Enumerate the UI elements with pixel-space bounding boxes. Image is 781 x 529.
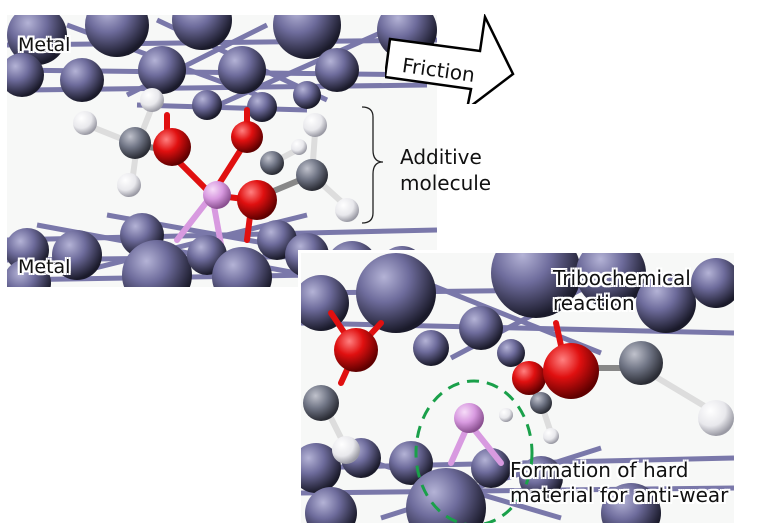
friction-arrow-icon (385, 14, 515, 104)
top-molecular-panel: Metal Metal Additive molecule (7, 15, 437, 287)
top-molecule-render (7, 15, 437, 287)
formation-label-line2: material for anti-wear (510, 483, 729, 507)
molecule-brace (361, 106, 384, 224)
highlight-dashed-circle (414, 379, 534, 523)
top-metal-layer (7, 15, 437, 122)
bottom-molecule-render (301, 253, 734, 523)
bottom-molecular-panel: Tribochemical reaction (298, 250, 734, 523)
metal-bottom-label: Metal (18, 256, 71, 278)
upper-metal-layer (301, 253, 734, 367)
reaction-label-line1: Tribochemical (553, 266, 691, 290)
additive-molecule-label-2: molecule (400, 171, 492, 195)
metal-top-label: Metal (18, 34, 71, 56)
lower-metal-layer (301, 438, 661, 523)
reacted-molecule (303, 328, 734, 464)
reaction-label-line2: reaction (553, 291, 635, 315)
formation-label-line1: Formation of hard (510, 458, 689, 482)
additive-molecule-label-1: Additive (400, 145, 482, 169)
additive-molecule (73, 88, 359, 222)
